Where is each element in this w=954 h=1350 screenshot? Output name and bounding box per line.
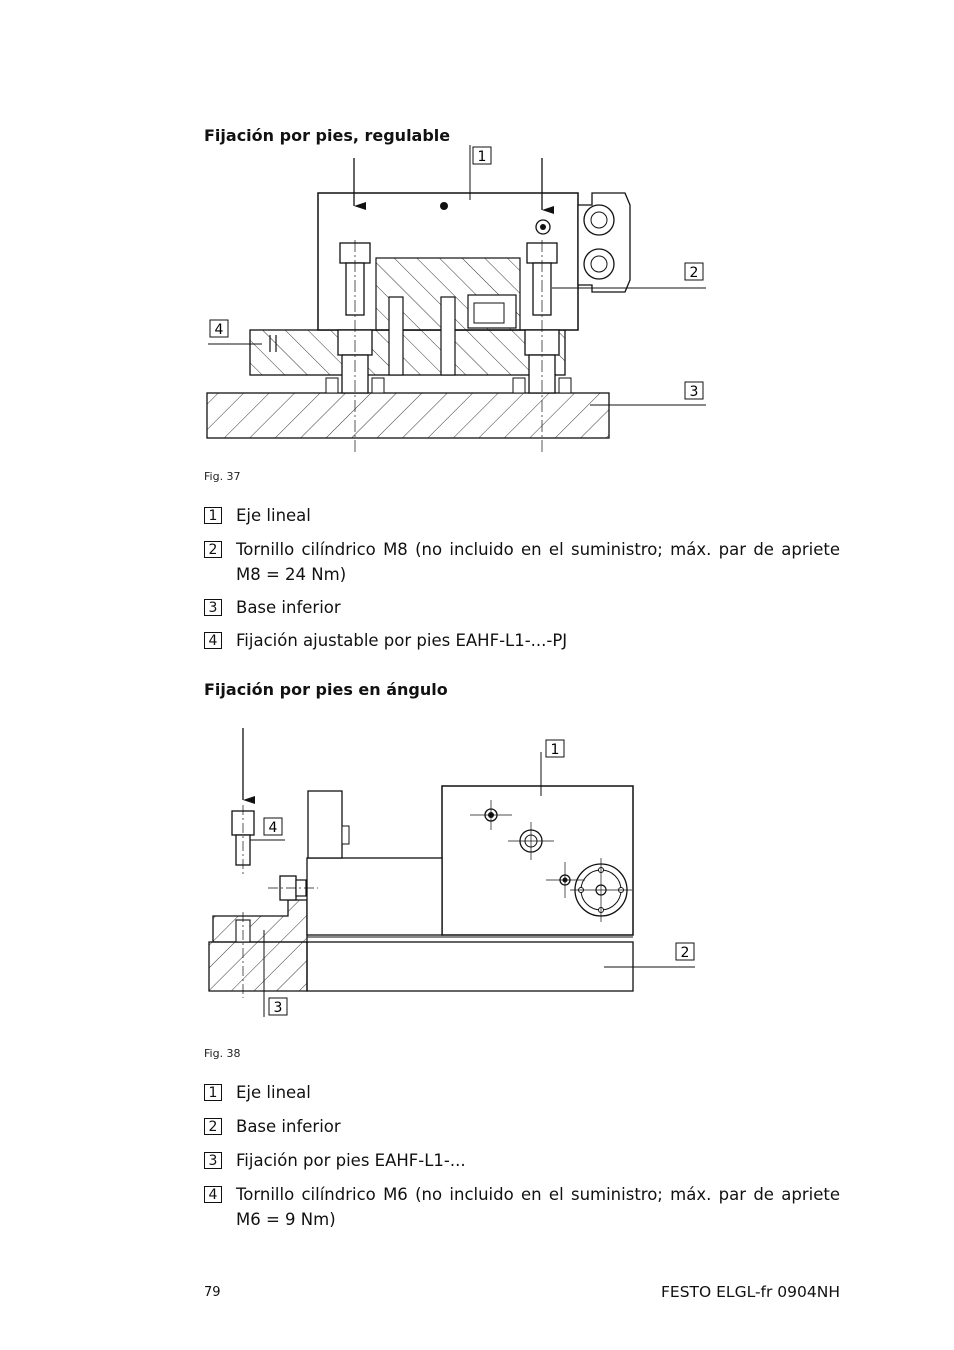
legend-item: 2 Tornillo cilíndrico M8 (no incluido en… — [204, 537, 840, 587]
fig37-callout-4: 4 — [215, 322, 224, 338]
legend-number: 2 — [204, 1118, 222, 1135]
legend-item: 1 Eje lineal — [204, 503, 840, 528]
figure-38-caption: Fig. 38 — [204, 1047, 241, 1060]
legend-item: 4 Fijación ajustable por pies EAHF-L1-..… — [204, 628, 840, 653]
legend-item: 4 Tornillo cilíndrico M6 (no incluido en… — [204, 1182, 840, 1232]
page-number: 79 — [204, 1285, 221, 1300]
fig38-callout-3: 3 — [274, 1000, 283, 1016]
fig38-callout-1: 1 — [551, 742, 560, 758]
legend-item: 3 Fijación por pies EAHF-L1-... — [204, 1148, 840, 1173]
fig38-callout-4: 4 — [269, 820, 278, 836]
fig37-callout-2: 2 — [690, 265, 699, 281]
legend-item: 1 Eje lineal — [204, 1080, 840, 1105]
legend-number: 3 — [204, 1152, 222, 1169]
legend-number: 3 — [204, 599, 222, 616]
legend-text: Tornillo cilíndrico M8 (no incluido en e… — [236, 540, 840, 584]
fig37-callout-1: 1 — [478, 149, 487, 165]
legend-item: 2 Base inferior — [204, 1114, 840, 1139]
legend-number: 1 — [204, 1084, 222, 1101]
figure-37-drawing: 1 2 3 4 — [206, 145, 706, 452]
document-id: FESTO ELGL-fr 0904NH — [661, 1283, 840, 1301]
legend-number: 4 — [204, 1186, 222, 1203]
fig38-callout-2: 2 — [681, 945, 690, 961]
fig37-callout-3: 3 — [690, 384, 699, 400]
legend-text: Base inferior — [236, 1117, 341, 1136]
figure-37-caption: Fig. 37 — [204, 470, 241, 483]
legend-text: Eje lineal — [236, 506, 311, 525]
legend-text: Fijación ajustable por pies EAHF-L1-...-… — [236, 631, 568, 650]
legend-number: 4 — [204, 632, 222, 649]
legend-text: Fijación por pies EAHF-L1-... — [236, 1151, 466, 1170]
legend-number: 2 — [204, 541, 222, 558]
legend-text: Tornillo cilíndrico M6 (no incluido en e… — [236, 1185, 840, 1229]
figure-38-drawing: 1 2 3 4 — [208, 728, 695, 1017]
section2-heading: Fijación por pies en ángulo — [204, 680, 448, 699]
section1-heading: Fijación por pies, regulable — [204, 126, 451, 145]
legend-text: Eje lineal — [236, 1083, 311, 1102]
legend-text: Base inferior — [236, 598, 341, 617]
legend-number: 1 — [204, 507, 222, 524]
legend-item: 3 Base inferior — [204, 595, 840, 620]
